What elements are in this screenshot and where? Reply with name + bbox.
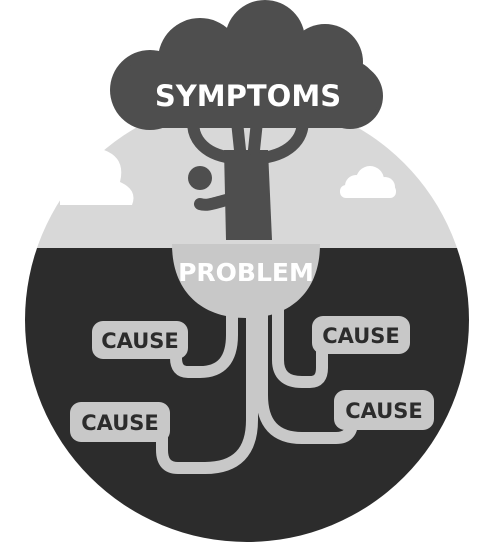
- cause-label: CAUSE: [81, 411, 159, 435]
- problem-label: PROBLEM: [178, 258, 314, 287]
- tree-knot: [188, 166, 212, 190]
- cause-box-bottom-right: CAUSE: [334, 390, 434, 430]
- symptoms-label: SYMPTOMS: [155, 79, 341, 113]
- cause-box-top-left: CAUSE: [92, 321, 188, 359]
- cause-box-bottom-left: CAUSE: [70, 402, 170, 442]
- cause-label: CAUSE: [322, 324, 400, 348]
- cause-label: CAUSE: [101, 329, 179, 353]
- cause-label: CAUSE: [345, 399, 423, 423]
- cause-box-top-right: CAUSE: [312, 316, 410, 354]
